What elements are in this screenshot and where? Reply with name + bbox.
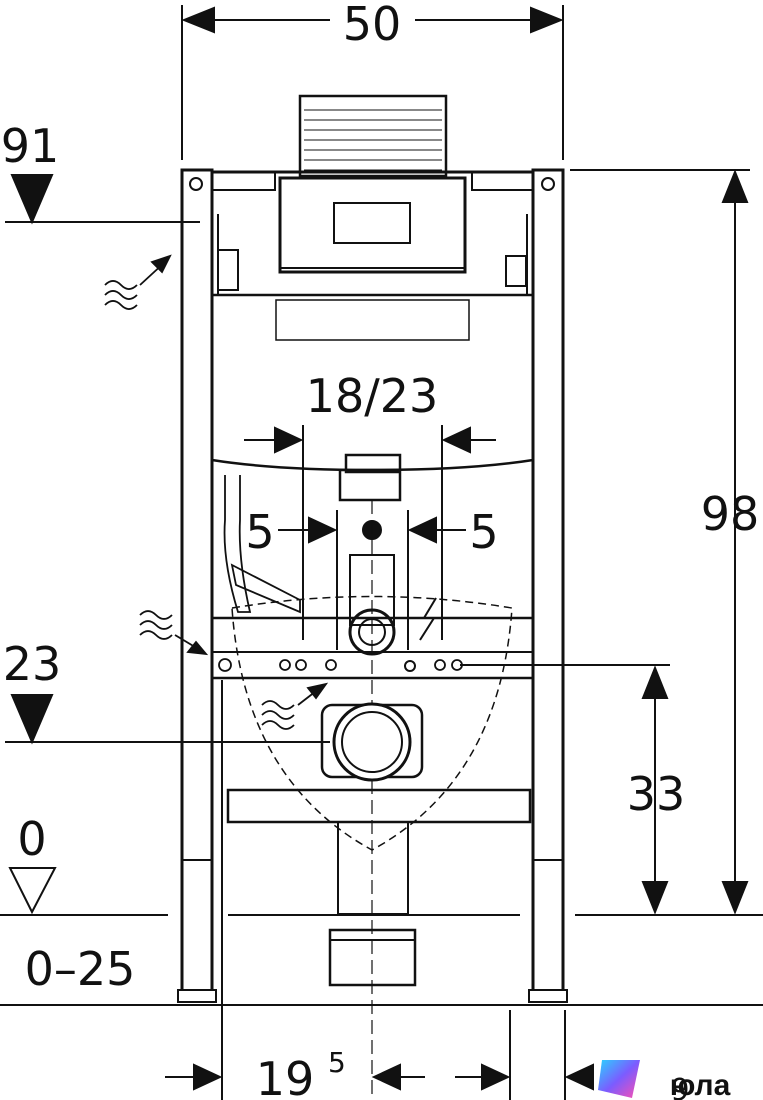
electric-symbol [404,597,437,672]
flush-actuator-housing [278,176,467,274]
dim-adjust-range: 0–25 [25,942,136,996]
cistern-inner-panel [275,299,470,341]
flush-outlet [338,453,402,502]
dim-5-arrow-right [407,516,437,544]
mid-crossbar [210,616,535,680]
dim-5-arrow-left [308,516,338,544]
dim-top-height-mark: 91 [1,119,60,173]
dim-drain-height-mark: 23 [3,637,62,691]
frame-left-leg [180,168,214,1002]
mounting-holes [218,658,463,672]
drain-pipe-outer [348,608,396,656]
drain-cap [328,928,417,987]
top-left-bracket [212,172,276,191]
dim-right-offset: 5 [469,505,498,559]
left-valve-block [217,249,239,291]
flush-plate-hatching [304,109,442,171]
brand-watermark: юла [598,1060,731,1100]
lower-crossbar [226,788,532,824]
level-0-marker [8,867,57,915]
drain-elbow-outer [332,702,412,782]
dim-bottom-right-partial: 9 [670,1073,689,1100]
dim-bottom-arrow-right [564,1063,594,1091]
bowl-outline [231,595,513,851]
dim-195-arrow-left [193,1063,223,1091]
flush-actuator-window [333,202,411,244]
wave-symbol-bottom [261,682,329,730]
dim-bottom-left: 19 [256,1052,315,1100]
supply-pipe [223,475,252,613]
right-bolt [541,177,555,191]
frame-left-foot [177,989,217,1003]
dim-left-offset: 5 [245,505,274,559]
supply-bracket [230,563,301,614]
wave-symbol-left [139,610,209,656]
frame-right-leg [531,168,565,1002]
level-91-marker [10,174,54,225]
flush-plate-cover [298,94,448,178]
dim-1823-arrow-left [274,426,304,454]
drain-elbow-inner [341,711,403,773]
right-valve-block [505,255,527,287]
dim-33-arrow-top [641,665,669,699]
dim-50-arrow-right [530,6,564,34]
level-23-marker [10,694,54,745]
dim-total-height: 98 [701,487,760,541]
dim-bottom-left-sup: 5 [328,1046,346,1079]
dim-33-arrow-bottom [641,881,669,915]
dim-1823-arrow-right [441,426,471,454]
left-bolt [189,177,203,191]
dim-98-arrow-bottom [721,881,749,915]
dim-top-width: 50 [343,0,402,51]
dim-bottom-arrow-mid [481,1063,511,1091]
dim-50-arrow-left [181,6,215,34]
drain-pipe-vertical [349,554,395,626]
dim-98-arrow-top [721,169,749,203]
wave-symbol-top [104,254,172,310]
brand-logo-icon [598,1060,640,1098]
brand-logo-text: юла [670,1069,731,1100]
top-right-bracket [471,172,533,191]
frame-right-foot [528,989,568,1003]
dim-drain-height: 33 [627,767,686,821]
dim-flush-valve-spacing: 18/23 [306,369,439,423]
dim-floor-level: 0 [17,812,46,866]
dim-195-arrow-right [371,1063,401,1091]
